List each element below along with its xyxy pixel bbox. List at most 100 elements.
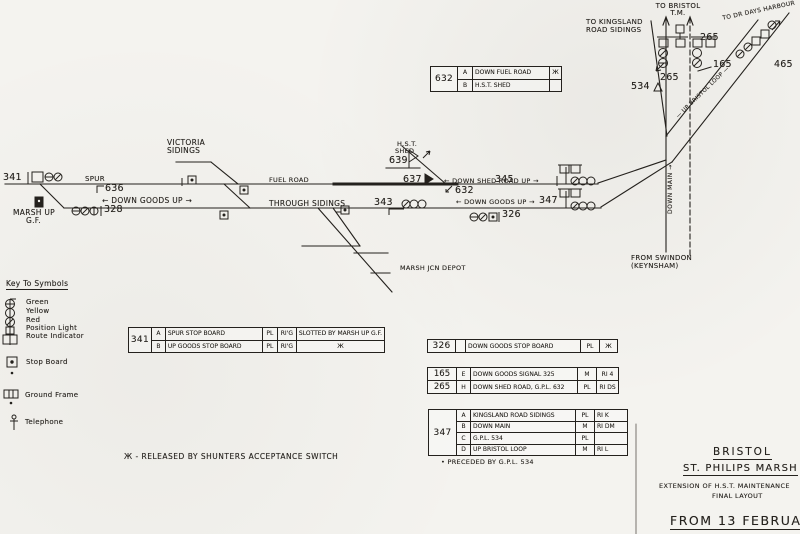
table-row: A DOWN FUEL ROAD Ж (458, 67, 561, 79)
stop-board-icon-goods-east (336, 205, 350, 215)
signal-637-number: 637 (403, 174, 422, 185)
table-cell: B (457, 421, 471, 432)
table-347-id: 347 (429, 410, 457, 455)
key-label-yellow: Yellow (26, 307, 50, 315)
key-label-position-light: Position Light (26, 324, 78, 332)
signal-343-number: 343 (374, 197, 393, 208)
table-cell: C (457, 433, 471, 444)
key-label-red: Red (26, 316, 41, 324)
depot-diagonal-1 (317, 207, 393, 293)
table-cell: E (457, 368, 471, 380)
label-hst-shed-1: H.S.T. (397, 140, 418, 148)
table-row: A KINGSLAND ROAD SIDINGS PL RI K (457, 410, 627, 421)
table-row: B H.S.T. SHED (458, 78, 561, 91)
table-cell: PL (263, 340, 278, 352)
label-marsh-up-gf-2: G.F. (26, 216, 41, 225)
table-cell: DOWN GOODS STOP BOARD (466, 340, 581, 352)
signal-345-number: 345 (495, 174, 514, 185)
marsh-up-gf-icon (34, 196, 44, 208)
table-cell: RI DM (597, 423, 615, 431)
signal-465-icon (760, 20, 781, 39)
table-cell: B (152, 340, 166, 352)
signal-328-icon (71, 206, 102, 216)
down-goods-east (600, 161, 673, 208)
mid-crossover (223, 183, 251, 209)
signal-637-icon (424, 173, 434, 185)
signal-165-number: 165 (713, 59, 732, 70)
table-632-id: 632 (431, 67, 458, 91)
signal-341-number: 341 (3, 172, 22, 183)
label-down-goods-up-right: ← DOWN GOODS UP → (456, 198, 535, 206)
table-row: B UP GOODS STOP BOARD PL RI'G Ж (151, 339, 384, 352)
left-crossover (39, 183, 65, 209)
gpl-534-icon (653, 81, 663, 92)
table-cell: SPUR STOP BOARD (166, 328, 263, 340)
table-cell: DOWN MAIN (471, 421, 576, 432)
note-preceded-by-gpl534: • PRECEDED BY G.P.L. 534 (441, 458, 534, 466)
table-cell: A (152, 328, 166, 340)
key-ground-frame-icon (3, 389, 19, 405)
label-hst-shed-2: SHED (395, 147, 415, 155)
label-down-goods-up-left: ← DOWN GOODS UP → (102, 196, 193, 205)
signal-343-icon (388, 199, 427, 215)
table-cell: H.S.T. SHED (473, 79, 550, 91)
label-down-main: DOWN MAIN → (667, 164, 674, 214)
key-label-telephone: Telephone (25, 418, 64, 426)
signal-347-number: 347 (539, 195, 558, 206)
title-st-philips-marsh: ST. PHILIPS MARSH (683, 463, 798, 476)
signal-326-number: 326 (502, 209, 521, 220)
depot-diagonal-2 (301, 207, 361, 247)
label-marsh-up-gf-1: MARSH UP (13, 208, 56, 217)
shed-road-east (597, 159, 667, 184)
table-cell: DOWN GOODS SIGNAL 325 (471, 368, 578, 380)
table-row: 265 H DOWN SHED ROAD, G.P.L. 632 PL RI D… (428, 380, 618, 393)
table-cell: PL (576, 410, 595, 421)
stop-board-icon-spur (181, 175, 197, 186)
table-165-265: 165 E DOWN GOODS SIGNAL 325 M RI 4 265 H… (427, 367, 619, 394)
table-cell: PL (263, 328, 278, 340)
table-cell: Ж (605, 342, 612, 350)
table-cell-id: 265 (428, 381, 457, 393)
table-cell: UP BRISTOL LOOP (471, 444, 576, 455)
signal-465-number: 465 (774, 59, 793, 70)
table-cell: H (457, 381, 471, 393)
table-341-id: 341 (129, 328, 152, 352)
signal-265-top-number: 265 (700, 32, 719, 43)
label-spur: SPUR (85, 175, 105, 183)
signal-639-number: 639 (389, 155, 408, 166)
table-cell (456, 340, 466, 352)
victoria-stub (175, 161, 239, 185)
table-cell: RI'G (278, 328, 297, 340)
key-label-green: Green (26, 298, 49, 306)
label-from-swindon-1: FROM SWINDON (631, 254, 693, 262)
table-cell: SLOTTED BY MARSH UP G.F. (298, 330, 382, 338)
stop-board-icon-goods-west (219, 210, 229, 220)
gpl-632-icon (445, 185, 453, 193)
key-label-stop-board: Stop Board (26, 358, 68, 366)
key-telephone-icon (10, 414, 18, 430)
table-cell: PL (576, 433, 595, 444)
table-cell: G.P.L. 534 (471, 433, 576, 444)
label-victoria-2: SIDINGS (167, 146, 201, 155)
table-cell: B (458, 79, 473, 91)
signal-265-left-icon (655, 36, 688, 72)
title-extension: EXTENSION OF H.S.T. MAINTENANCE (659, 482, 790, 490)
table-row: A SPUR STOP BOARD PL RI'G SLOTTED BY MAR… (152, 328, 384, 340)
signal-341-icon (27, 171, 63, 184)
title-from-date: FROM 13 FEBRUARY (670, 513, 800, 530)
table-347: 347 A KINGSLAND ROAD SIDINGS PL RI K B D… (428, 409, 628, 456)
table-cell: PL (578, 381, 597, 393)
table-cell: M (576, 421, 595, 432)
label-from-swindon-2: (KEYNSHAM) (631, 262, 679, 270)
key-heading: Key To Symbols (6, 279, 69, 290)
signal-165-icon (735, 36, 761, 59)
key-label-route-indicator: Route Indicator (26, 332, 84, 340)
table-cell: A (457, 410, 471, 421)
table-cell: PL (581, 340, 600, 352)
table-cell: DOWN SHED ROAD, G.P.L. 632 (471, 381, 578, 393)
up-arrowheads (662, 15, 694, 26)
table-row: B DOWN MAIN M RI DM (457, 420, 627, 432)
title-bristol: BRISTOL (713, 446, 772, 460)
gpl-636-icon (96, 185, 104, 193)
